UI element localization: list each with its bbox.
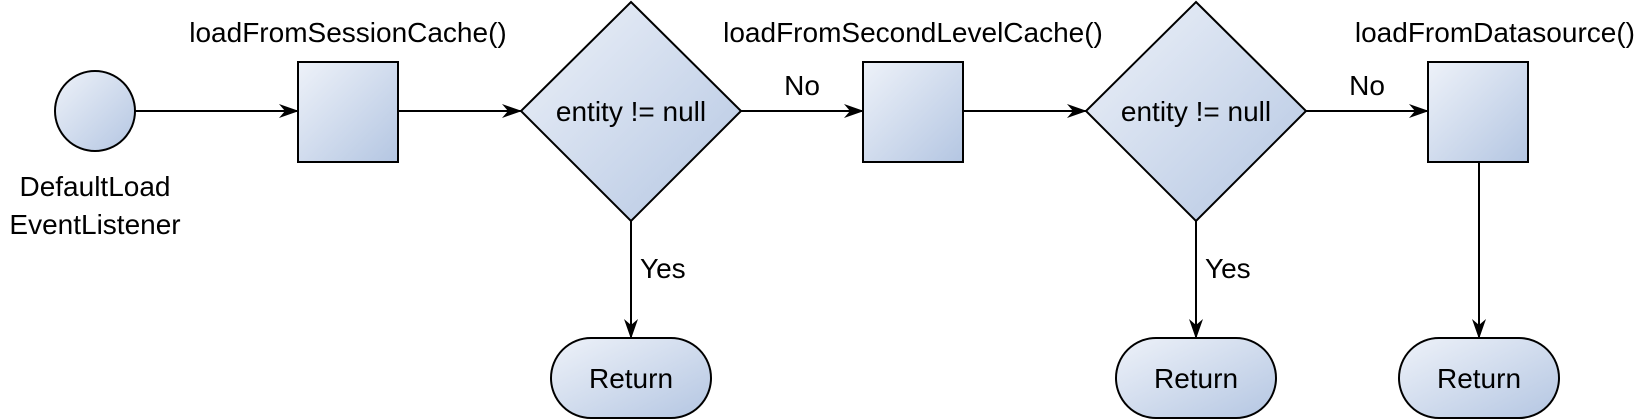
decision-text-2: entity != null bbox=[1121, 96, 1271, 127]
step-label-datasource: loadFromDatasource() bbox=[1355, 17, 1635, 48]
step-box-datasource bbox=[1427, 61, 1529, 163]
return-label-2: Return bbox=[1154, 363, 1238, 394]
start-node bbox=[54, 70, 136, 152]
edge-label-no-2: No bbox=[1349, 70, 1385, 101]
step-label-session-cache: loadFromSessionCache() bbox=[189, 17, 506, 48]
step-box-session-cache bbox=[297, 61, 399, 163]
edge-label-no-1: No bbox=[784, 70, 820, 101]
return-label-1: Return bbox=[589, 363, 673, 394]
edge-label-yes-1: Yes bbox=[640, 253, 686, 284]
decision-text-1: entity != null bbox=[556, 96, 706, 127]
return-label-3: Return bbox=[1437, 363, 1521, 394]
step-label-second-level-cache: loadFromSecondLevelCache() bbox=[723, 17, 1103, 48]
start-label-line2: EventListener bbox=[9, 209, 180, 240]
start-label-line1: DefaultLoad bbox=[19, 171, 170, 202]
edge-label-yes-2: Yes bbox=[1205, 253, 1251, 284]
step-box-second-level-cache bbox=[862, 61, 964, 163]
